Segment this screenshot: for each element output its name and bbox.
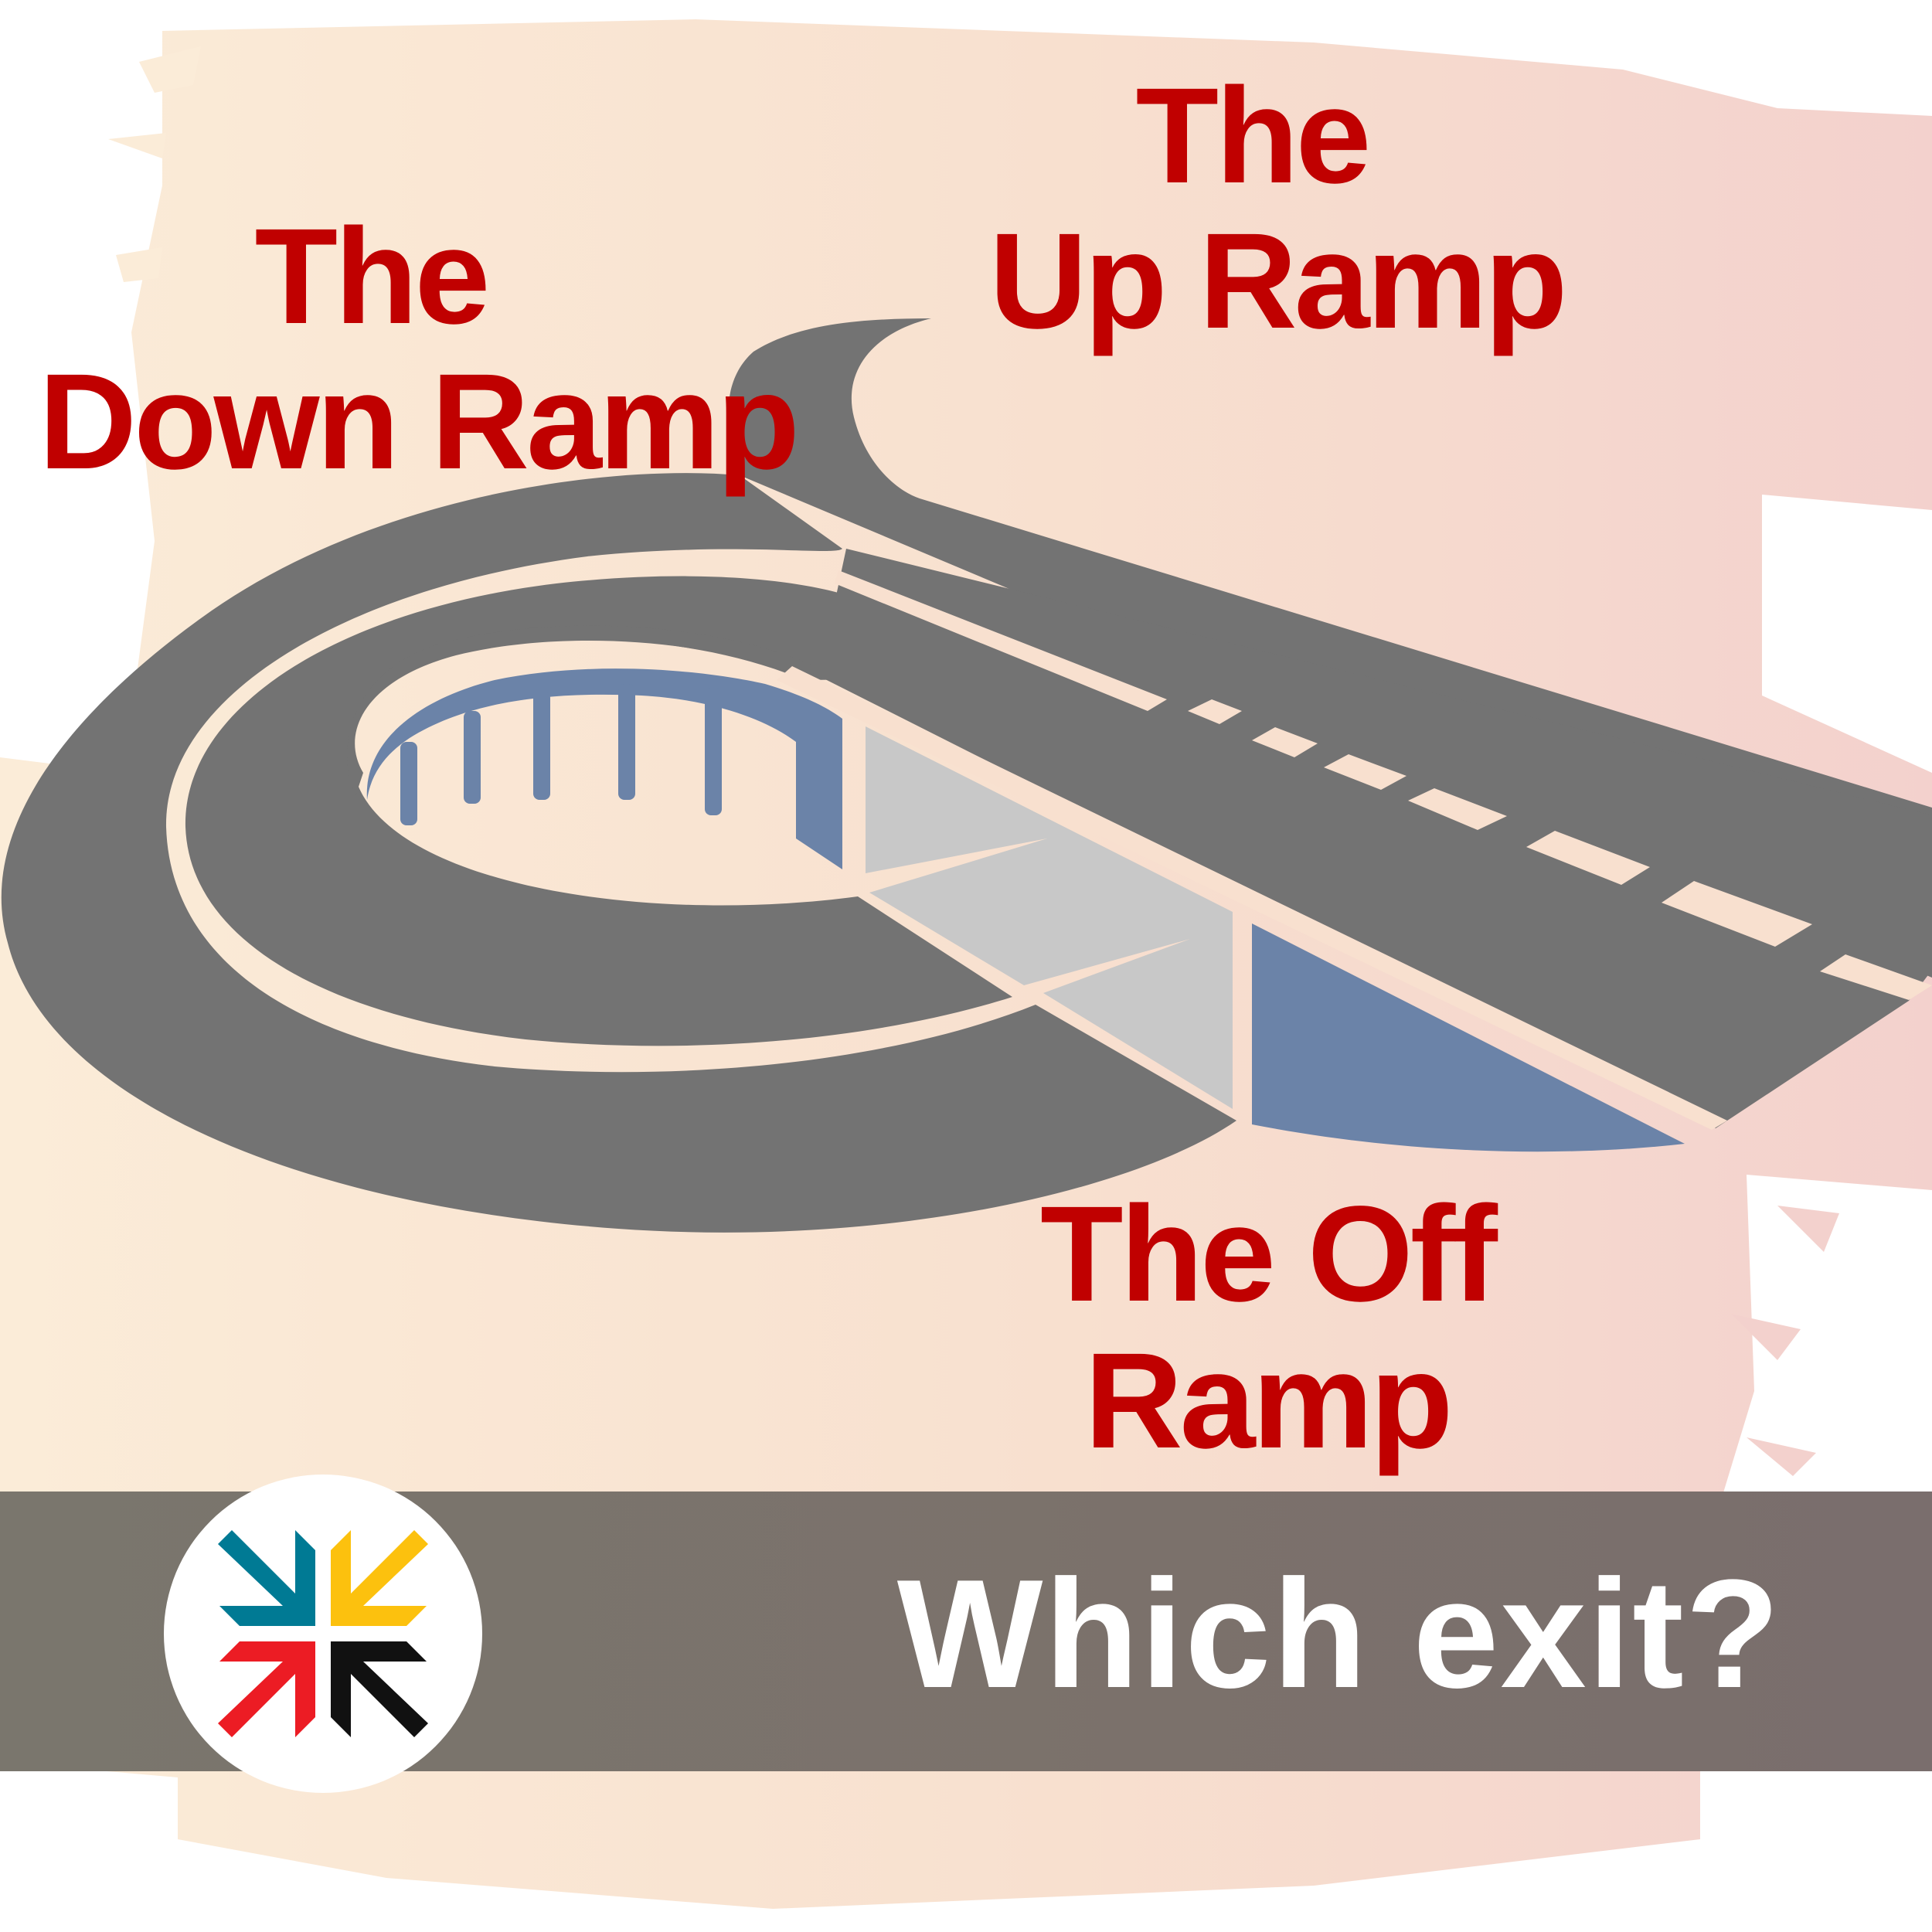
off-ramp-label-line-1: The Off	[1040, 1179, 1498, 1330]
inner-loop-road	[185, 576, 1167, 1046]
lane-markings	[1188, 699, 1932, 1000]
down-ramp-road	[1, 473, 1237, 1233]
paint-wash-background	[0, 19, 1932, 1909]
logo-arrow-black	[331, 1641, 428, 1737]
four-inward-arrows-icon	[164, 1475, 482, 1793]
banner-title: Which exit?	[896, 1548, 1781, 1720]
down-ramp-label: The Down Ramp	[39, 201, 800, 498]
bridge-deck-underside	[866, 726, 1233, 1109]
down-ramp-label-line-2: Down Ramp	[39, 346, 800, 498]
logo-arrow-yellow	[331, 1530, 428, 1626]
logo-arrow-teal	[218, 1530, 315, 1626]
up-ramp-label-line-1: The	[1135, 60, 1372, 212]
logo-arrow-red	[218, 1641, 315, 1737]
bridge-pillars	[400, 684, 722, 825]
up-ramp-label-line-2: Up Ramp	[989, 206, 1568, 357]
up-ramp-label: The Up Ramp	[989, 60, 1568, 357]
overpass-bridge	[366, 668, 1685, 1152]
road-network	[1, 318, 1932, 1233]
main-highway-road	[811, 549, 1932, 1128]
off-ramp-label-line-2: Ramp	[1084, 1325, 1454, 1477]
bridge-side-wall	[1252, 923, 1685, 1152]
off-ramp-label: The Off Ramp	[1028, 1186, 1507, 1469]
down-ramp-label-line-1: The	[254, 201, 491, 352]
